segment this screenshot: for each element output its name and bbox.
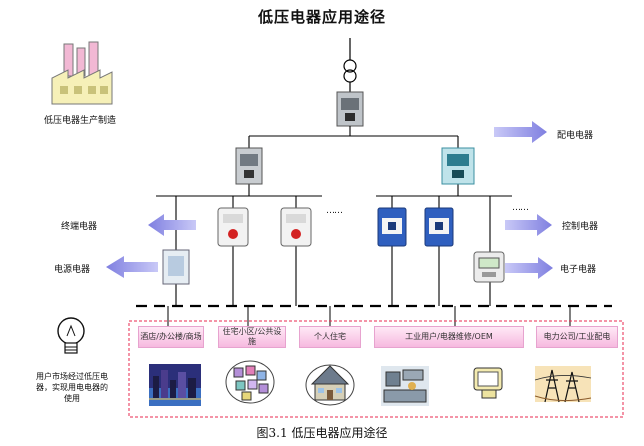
arrow-control — [505, 214, 552, 236]
contactor-1-icon — [377, 207, 407, 247]
ellipsis-right: …… — [512, 203, 529, 213]
arrow-electronic — [505, 257, 553, 279]
electronic-meter-icon — [473, 251, 505, 283]
housing-blocks-image — [225, 360, 275, 404]
figure-caption: 图3.1 低压电器应用途径 — [256, 426, 388, 440]
transformer-icon — [343, 38, 357, 92]
users-border — [128, 320, 624, 418]
factory-machines-image — [381, 366, 429, 406]
arrow-terminal — [148, 214, 196, 236]
label-control: 控制电器 — [562, 222, 599, 232]
label-terminal: 终端电器 — [61, 222, 98, 232]
breaker-left-icon — [235, 147, 263, 185]
factory-icon — [51, 41, 113, 105]
tree-lines — [156, 126, 512, 306]
power-supply-icon — [162, 249, 190, 285]
ellipsis-left: …… — [326, 206, 343, 216]
motor-protector-1-icon — [217, 207, 249, 247]
power-towers-image — [534, 366, 592, 403]
label-electronic: 电子电器 — [560, 265, 597, 275]
contactor-2-icon — [424, 207, 454, 247]
category-industrial-oem: 工业用户/电器维修/OEM — [374, 326, 524, 348]
category-hotel-office: 酒店/办公楼/商场 — [138, 326, 204, 348]
label-manufacturing: 低压电器生产制造 — [44, 116, 117, 126]
label-power-supply: 电源电器 — [54, 265, 91, 275]
category-power-company: 电力公司/工业配电 — [536, 326, 618, 348]
label-distribution: 配电电器 — [557, 131, 594, 141]
arrow-distribution — [494, 121, 547, 143]
category-residential-public: 住宅小区/公共设施 — [218, 326, 286, 348]
main-breaker-icon — [336, 91, 364, 127]
motor-protector-2-icon — [280, 207, 312, 247]
category-private-home: 个人住宅 — [299, 326, 361, 348]
arrow-power-supply — [106, 256, 158, 278]
breaker-right-icon — [441, 147, 475, 185]
monitor-image — [473, 367, 503, 399]
house-image — [305, 364, 355, 406]
category-ticks — [167, 306, 571, 326]
light-bulb-icon — [57, 317, 85, 354]
city-skyline-image — [149, 364, 201, 406]
page-title: 低压电器应用途径 — [257, 8, 386, 26]
label-market: 用户市场经过低压电器，实现用电电器的使用 — [36, 372, 108, 403]
